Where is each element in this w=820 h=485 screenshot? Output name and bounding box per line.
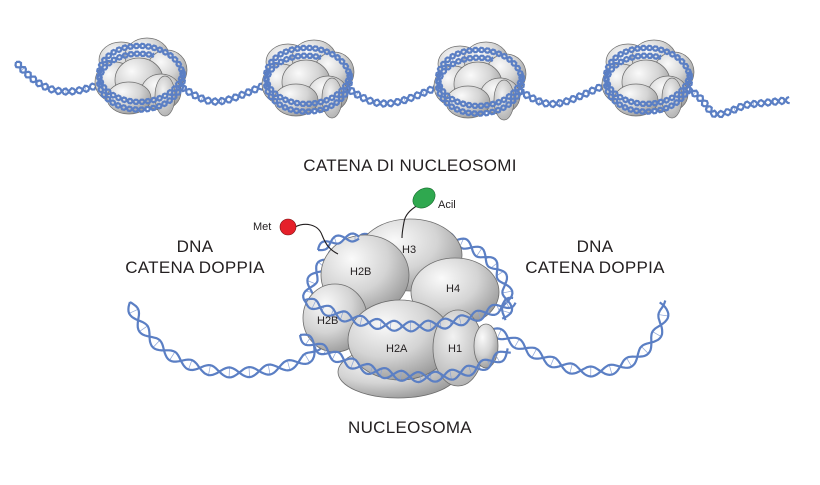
dna-left-line2: CATENA DOPPIA <box>110 257 280 278</box>
histone-label-h1: H1 <box>448 343 462 355</box>
wrap-front-2-rung <box>305 337 310 345</box>
left-linker-rung <box>209 365 211 375</box>
left-linker-rung <box>268 365 270 375</box>
left-linker-rung <box>188 360 191 369</box>
right-linker-rung <box>641 346 648 353</box>
met-marker <box>280 219 296 235</box>
chain-title: CATENA DI NUCLEOSOMI <box>0 156 820 176</box>
chain-nucleosome <box>602 40 694 118</box>
left-linker-rung <box>170 352 175 360</box>
wrap-back-rung <box>476 248 482 256</box>
histone-label-h2a: H2A <box>386 343 408 355</box>
right-linker-rung <box>627 358 632 367</box>
dna-right-line1: DNA <box>510 236 680 257</box>
right-linker-rung <box>570 364 573 374</box>
dna-right-line2: CATENA DOPPIA <box>510 257 680 278</box>
left-linker-rung <box>287 360 290 370</box>
right-linker-rung <box>497 329 501 338</box>
nucleosome-chain <box>95 38 694 120</box>
dna-label-left: DNA CATENA DOPPIA <box>110 236 280 278</box>
chain-nucleosome <box>262 40 354 118</box>
right-linker-strand-a <box>490 302 668 375</box>
right-linker-rung <box>550 357 554 366</box>
chain-nucleosome <box>434 42 526 120</box>
histone-label-h3: H3 <box>402 244 416 256</box>
right-linker-rung <box>514 339 519 348</box>
chain-nucleosome <box>95 38 187 116</box>
dna-label-right: DNA CATENA DOPPIA <box>510 236 680 278</box>
right-linker-rung <box>609 365 612 375</box>
left-linker-rung <box>305 354 310 363</box>
histone-label-h2b-top: H2B <box>350 266 371 278</box>
acil-label: Acil <box>438 199 456 211</box>
left-linker-rung <box>249 367 250 377</box>
nucleosome-title: NUCLEOSOMA <box>0 418 820 438</box>
left-linker-rung <box>129 309 138 313</box>
left-linker-rung <box>139 326 147 332</box>
met-label: Met <box>253 221 271 233</box>
histone-label-h4: H4 <box>446 283 460 295</box>
left-linker-strand-b <box>130 300 324 377</box>
right-linker-rung <box>532 349 537 358</box>
right-linker-rung <box>658 315 668 316</box>
dna-left-line1: DNA <box>110 236 280 257</box>
right-linker-rung <box>652 332 661 337</box>
wrap-back-rung <box>502 291 512 293</box>
histone-label-h2b-side: H2B <box>317 315 338 327</box>
left-linker-rung <box>153 340 160 347</box>
